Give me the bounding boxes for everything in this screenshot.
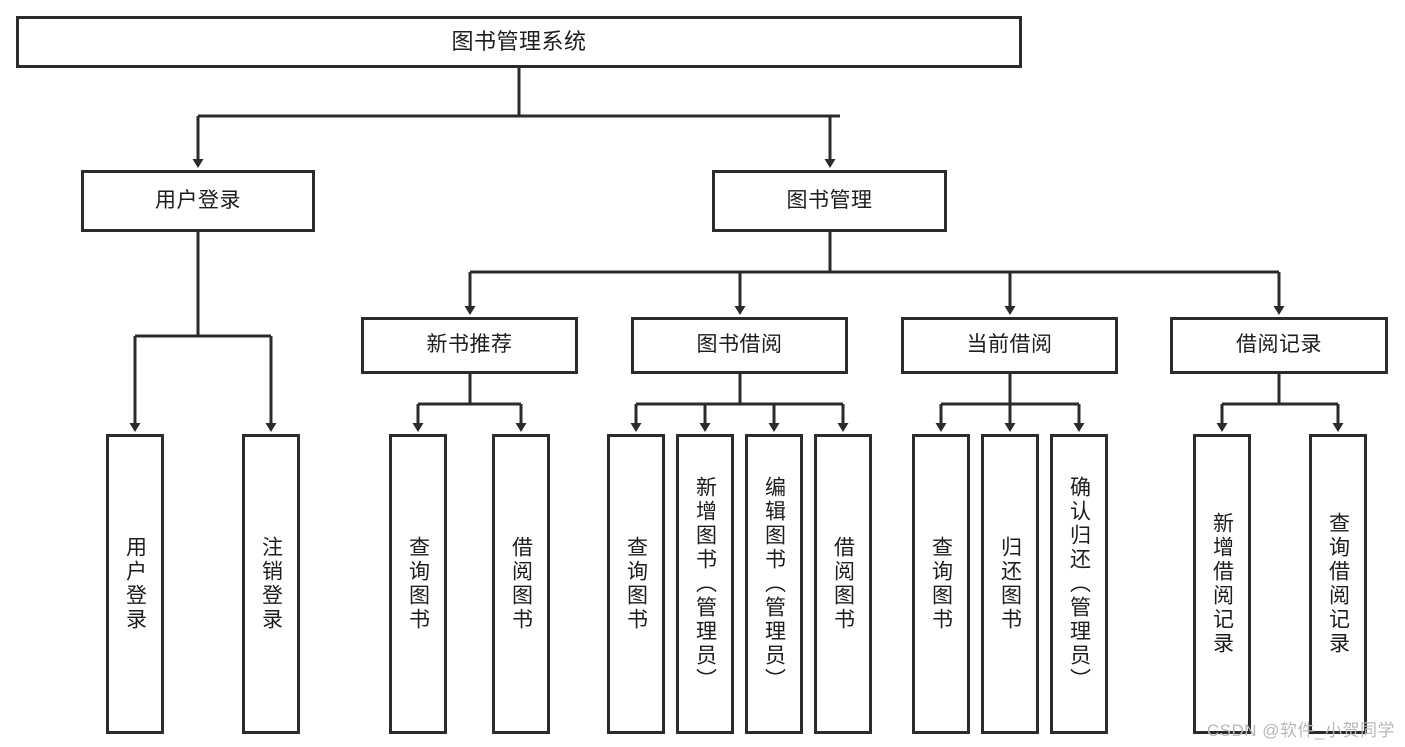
leaf-edit-book-admin[interactable]: 编辑图书（管理员）: [745, 434, 803, 734]
node-label: 借阅图书: [831, 536, 855, 632]
leaf-return-book[interactable]: 归还图书: [981, 434, 1039, 734]
node-label: 图书管理: [786, 188, 873, 212]
leaf-query-book-recommend[interactable]: 查询图书: [389, 434, 447, 734]
node-label: 图书借阅: [696, 333, 783, 357]
node-label: 新增图书（管理员）: [693, 476, 717, 692]
leaf-borrow-book[interactable]: 借阅图书: [814, 434, 872, 734]
node-label: 查询图书: [624, 536, 648, 632]
node-book-borrow[interactable]: 图书借阅: [631, 317, 848, 374]
node-label: 用户登录: [155, 188, 241, 212]
node-user-login[interactable]: 用户登录: [81, 170, 315, 232]
node-label: 查询图书: [929, 536, 953, 632]
node-borrow-record[interactable]: 借阅记录: [1170, 317, 1388, 374]
node-label: 借阅记录: [1236, 333, 1322, 357]
node-current-borrow[interactable]: 当前借阅: [901, 317, 1118, 374]
node-book-management[interactable]: 图书管理: [712, 170, 947, 232]
node-new-book-recommend[interactable]: 新书推荐: [361, 317, 578, 374]
leaf-add-borrow-record[interactable]: 新增借阅记录: [1193, 434, 1251, 734]
leaf-user-login[interactable]: 用户登录: [106, 434, 164, 734]
node-label: 新书推荐: [426, 333, 513, 357]
node-label: 查询图书: [406, 536, 430, 632]
leaf-confirm-return-admin[interactable]: 确认归还（管理员）: [1050, 434, 1108, 734]
node-label: 注销登录: [259, 536, 283, 632]
node-label: 当前借阅: [966, 333, 1053, 357]
node-label: 图书管理系统: [451, 29, 587, 55]
node-label: 新增借阅记录: [1210, 512, 1234, 656]
node-label: 用户登录: [123, 536, 147, 632]
leaf-query-book-borrow[interactable]: 查询图书: [607, 434, 665, 734]
node-label: 确认归还（管理员）: [1067, 476, 1091, 692]
leaf-borrow-book-recommend[interactable]: 借阅图书: [492, 434, 550, 734]
leaf-query-book-current[interactable]: 查询图书: [912, 434, 970, 734]
node-root-library-system[interactable]: 图书管理系统: [16, 16, 1022, 68]
node-label: 借阅图书: [509, 536, 533, 632]
leaf-add-book-admin[interactable]: 新增图书（管理员）: [676, 434, 734, 734]
leaf-query-borrow-record[interactable]: 查询借阅记录: [1309, 434, 1367, 734]
node-label: 归还图书: [998, 536, 1022, 632]
node-label: 查询借阅记录: [1326, 512, 1350, 656]
csdn-watermark: CSDN @软件_小贺同学: [1206, 721, 1395, 740]
node-label: 编辑图书（管理员）: [762, 476, 786, 692]
leaf-logout-login[interactable]: 注销登录: [242, 434, 300, 734]
